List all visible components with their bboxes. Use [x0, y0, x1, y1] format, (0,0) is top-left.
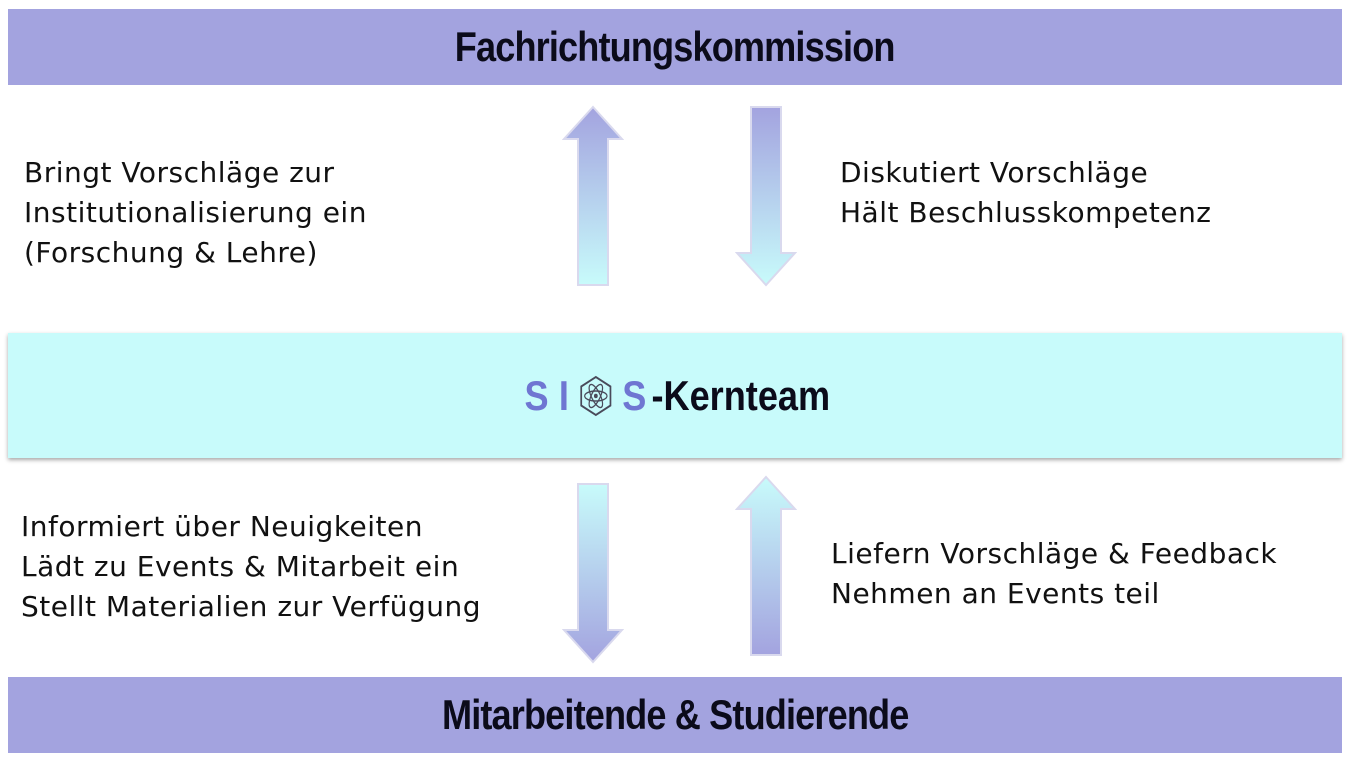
text-line: (Forschung & Lehre) [24, 236, 318, 269]
text-line: Nehmen an Events teil [831, 577, 1160, 610]
node-suffix: -Kernteam [651, 371, 831, 419]
logo-letter: I [559, 371, 570, 419]
node-label: Mitarbeitende & Studierende [441, 691, 909, 738]
logo-letter: S [622, 371, 647, 419]
lower-right-text: Liefern Vorschläge & Feedback Nehmen an … [831, 534, 1277, 614]
arrow-up-icon [735, 475, 797, 657]
arrow-up-icon [562, 105, 624, 287]
upper-right-text: Diskutiert Vorschläge Hält Beschlusskomp… [840, 153, 1212, 233]
logo-letter: S [524, 371, 549, 419]
text-line: Stellt Materialien zur Verfügung [21, 590, 482, 623]
text-line: Hält Beschlusskompetenz [840, 196, 1212, 229]
lower-left-text: Informiert über Neuigkeiten Lädt zu Even… [21, 507, 481, 627]
node-fachrichtungskommission: Fachrichtungskommission [8, 9, 1342, 85]
text-line: Liefern Vorschläge & Feedback [831, 537, 1278, 570]
node-sis-kernteam: S I S -Kernteam [8, 333, 1342, 458]
arrow-down-icon [562, 482, 624, 664]
text-line: Diskutiert Vorschläge [840, 156, 1149, 189]
text-line: Institutionalisierung ein [24, 196, 367, 229]
text-line: Lädt zu Events & Mitarbeit ein [21, 550, 460, 583]
node-mitarbeitende-studierende: Mitarbeitende & Studierende [8, 677, 1342, 753]
arrow-down-icon [735, 105, 797, 287]
text-line: Bringt Vorschläge zur [24, 156, 335, 189]
text-line: Informiert über Neuigkeiten [21, 510, 423, 543]
upper-left-text: Bringt Vorschläge zur Institutionalisier… [24, 153, 367, 273]
node-label: S I S -Kernteam [520, 372, 831, 420]
atom-hexagon-icon [578, 375, 614, 417]
node-label: Fachrichtungskommission [455, 23, 896, 70]
